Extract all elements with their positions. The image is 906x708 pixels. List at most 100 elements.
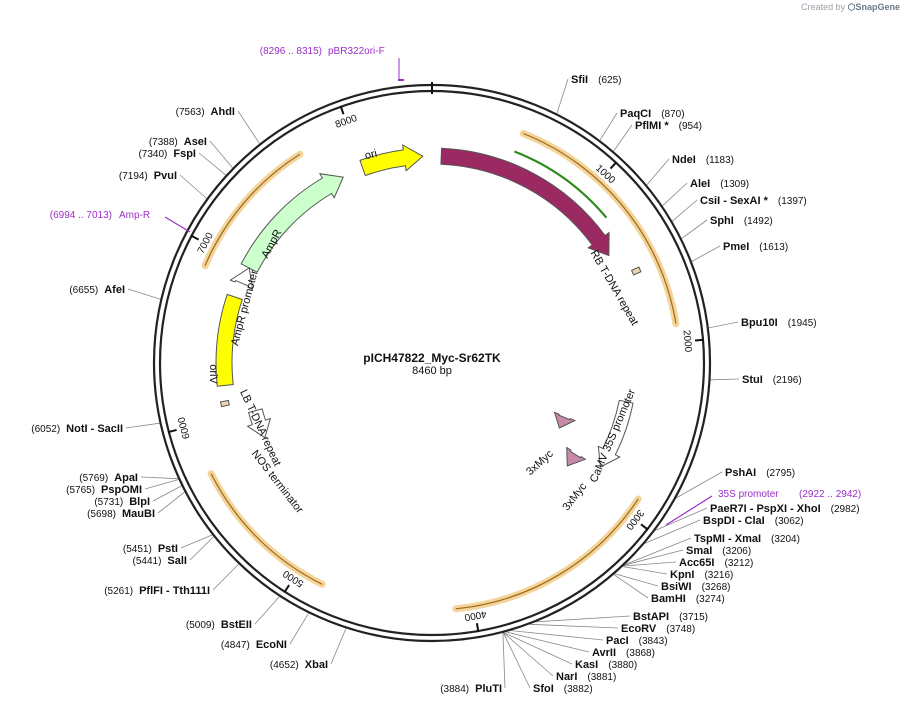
enzyme-name: SmaI [686, 545, 712, 557]
enzyme-name: SfiI [571, 74, 588, 86]
ring-tick [694, 338, 705, 342]
primer-range: (6994 .. 7013) [50, 210, 112, 221]
leader-line [710, 378, 740, 381]
leader-line [127, 288, 161, 300]
enzyme-position: (3274) [696, 594, 725, 605]
ring-tick [475, 622, 480, 633]
enzyme-position: (954) [679, 121, 702, 132]
enzyme-position: (4652) [270, 660, 299, 671]
plasmid-length: 8460 bp [412, 365, 452, 377]
lb-tdna-repeat-feature [219, 399, 230, 408]
leader-line [624, 537, 692, 566]
enzyme-name: BamHI [651, 593, 686, 605]
ring-tick-label: 6000 [176, 415, 192, 440]
camv-35s-promoter-feature [597, 399, 634, 468]
enzyme-name: AhdI [211, 106, 235, 118]
enzyme-position: (5765) [66, 485, 95, 496]
leader-line [209, 140, 233, 169]
orf-arc [452, 495, 642, 613]
enzyme-name: BsiWI [661, 581, 692, 593]
rb-tdna-repeat-feature [630, 266, 642, 276]
enzyme-position: (3062) [775, 516, 804, 527]
enzyme-name: KpnI [670, 569, 694, 581]
leader-line [622, 566, 668, 575]
enzyme-name: PmeI [723, 241, 749, 253]
enzyme-position: (5441) [133, 556, 162, 567]
enzyme-position: (1309) [720, 179, 749, 190]
primer-name: pBR322ori-F [328, 46, 385, 57]
enzyme-name: ApaI [114, 472, 138, 484]
ring-tick [283, 584, 290, 594]
enzyme-position: (3268) [702, 582, 731, 593]
ring-tick-label: 4000 [463, 608, 487, 623]
leader-line [654, 507, 708, 531]
leader-line [198, 152, 227, 176]
enzyme-position: (6052) [31, 424, 60, 435]
enzyme-name: AseI [184, 136, 207, 148]
leader-line [613, 124, 633, 152]
primer-name: Amp-R [119, 210, 150, 221]
enzyme-name: SalI [167, 555, 187, 567]
feature-label: CaMV 35S promoter [588, 387, 638, 484]
enzyme-name: SfoI [533, 683, 554, 695]
leader-line [676, 471, 723, 499]
enzyme-name: PvuI [154, 170, 177, 182]
primer-arc [514, 150, 608, 219]
feature-label: 3xMyc [524, 448, 556, 479]
leader-line [599, 112, 618, 141]
feature-label: RB T-DNA repeat [588, 248, 641, 327]
ampr-promoter-feature [229, 267, 254, 291]
leader-line [189, 536, 214, 561]
enzyme-name: SphI [710, 215, 734, 227]
credit-prefix: Created by [801, 2, 846, 12]
enzyme-position: (3880) [608, 660, 637, 671]
enzyme-position: (3212) [724, 558, 753, 569]
ring-tick-label: 8000 [334, 113, 359, 131]
enzyme-position: (625) [598, 75, 621, 86]
leader-line [289, 612, 309, 645]
enzyme-position: (3882) [564, 684, 593, 695]
enzyme-position: (3843) [639, 636, 668, 647]
leader-line [144, 479, 179, 490]
primer-range: (8296 .. 8315) [260, 46, 322, 57]
enzyme-name: CsiI - SexAI * [700, 195, 769, 207]
leader-line [681, 219, 708, 239]
leader-line [502, 632, 531, 689]
enzyme-position: (5451) [123, 544, 152, 555]
primer-leader [164, 216, 191, 233]
credit-brand: SnapGene [855, 2, 900, 12]
leader-line [644, 519, 701, 544]
enzyme-labels: SfiI(625)PaqCI(870)PflMI *(954)NdeI(1183… [31, 74, 859, 695]
enzyme-name: BstAPI [633, 611, 669, 623]
leader-line [330, 628, 347, 665]
enzyme-name: BstEII [221, 619, 252, 631]
enzyme-name: PaeR7I - PspXI - XhoI [710, 503, 821, 515]
ring-tick [609, 161, 618, 170]
ring-tick [167, 428, 177, 434]
orf-arc [207, 470, 326, 588]
leader-line [511, 630, 604, 641]
enzyme-name: Bpu10I [741, 317, 778, 329]
enzyme-position: (2982) [831, 504, 860, 515]
enzyme-name: PaqCI [620, 108, 651, 120]
enzyme-position: (5261) [104, 586, 133, 597]
leader-line [556, 78, 569, 114]
orf-arc-line [455, 498, 639, 610]
myc-tag-feature [566, 446, 587, 467]
leader-line [140, 476, 179, 480]
enzyme-position: (3206) [722, 546, 751, 557]
snapgene-credit: Created by ⬡SnapGene [801, 2, 900, 13]
enzyme-position: (7388) [149, 137, 178, 148]
feature-label: ori [364, 148, 379, 163]
map-center: pICH47822_Myc-Sr62TK 8460 bp [363, 351, 501, 377]
leader-line [708, 321, 739, 329]
enzyme-name: NdeI [672, 154, 696, 166]
leader-line [691, 245, 721, 262]
ampr-feature [240, 173, 344, 273]
leader-line [529, 623, 619, 629]
enzyme-name: PluTI [475, 683, 502, 695]
enzyme-position: (5698) [87, 509, 116, 520]
enzyme-name: MauBI [122, 508, 155, 520]
leader-line [152, 485, 182, 502]
